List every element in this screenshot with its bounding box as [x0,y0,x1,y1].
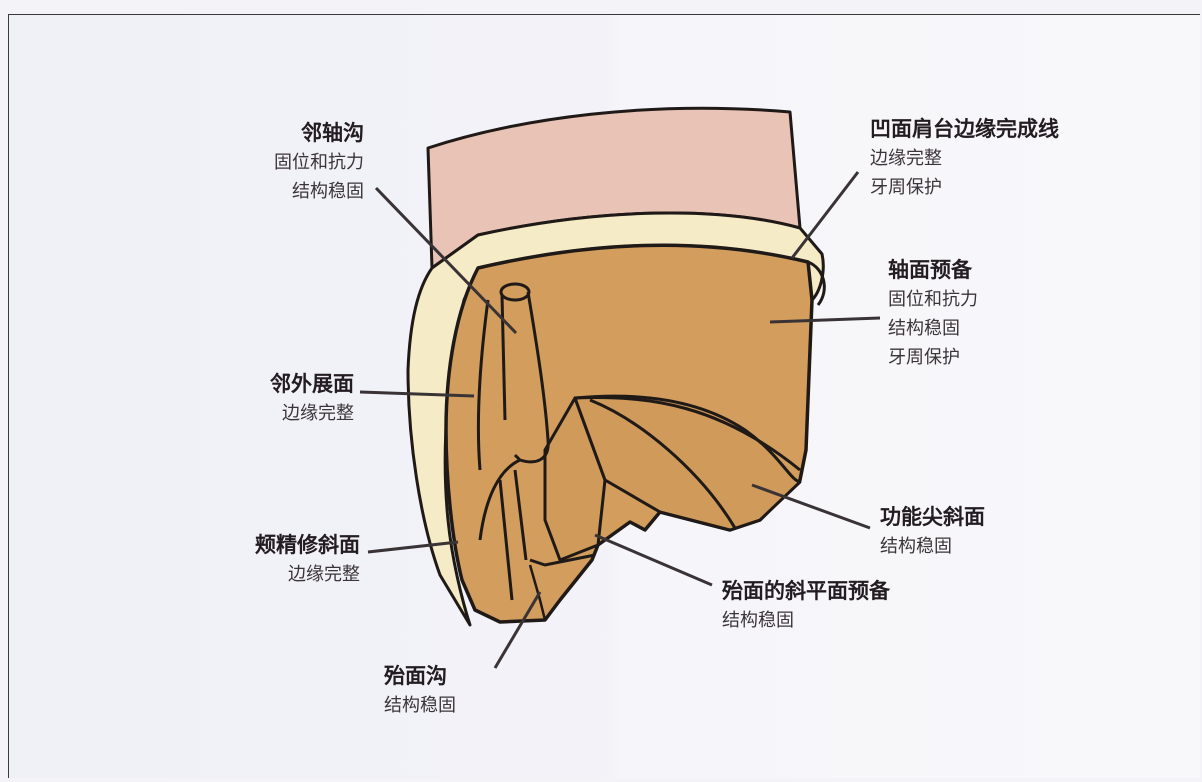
label-title: 邻轴沟 [218,119,364,148]
label-line: 固位和抗力 [888,285,978,314]
label-proximal-groove: 邻轴沟 固位和抗力 结构稳固 [218,119,364,206]
label-line: 结构稳固 [218,177,364,206]
label-line: 牙周保护 [870,173,1059,202]
label-buccal-finish-bevel: 颊精修斜面 边缘完整 [190,531,360,589]
label-functional-cusp-bevel: 功能尖斜面 结构稳固 [880,503,985,561]
leader-shoulder-margin [792,172,858,258]
label-title: 邻外展面 [200,370,354,399]
groove-opening [501,284,529,300]
label-line: 结构稳固 [880,532,985,561]
label-proximal-flare: 邻外展面 边缘完整 [200,370,354,428]
label-title: 凹面肩台边缘完成线 [870,115,1059,144]
label-line: 结构稳固 [722,606,890,635]
label-line: 边缘完整 [200,399,354,428]
label-line: 边缘完整 [190,560,360,589]
label-axial-prep: 轴面预备 固位和抗力 结构稳固 牙周保护 [888,256,978,372]
label-title: 殆面的斜平面预备 [722,577,890,606]
label-occlusal-bevel-prep: 殆面的斜平面预备 结构稳固 [722,577,890,635]
label-title: 殆面沟 [384,662,456,691]
label-title: 颊精修斜面 [190,531,360,560]
label-occlusal-groove: 殆面沟 结构稳固 [384,662,456,720]
label-line: 结构稳固 [384,691,456,720]
label-line: 边缘完整 [870,144,1059,173]
label-line: 牙周保护 [888,343,978,372]
label-line: 结构稳固 [888,314,978,343]
leader-occlusal-bevel [595,535,712,585]
label-line: 固位和抗力 [218,148,364,177]
label-shoulder-margin: 凹面肩台边缘完成线 边缘完整 牙周保护 [870,115,1059,202]
label-title: 功能尖斜面 [880,503,985,532]
label-title: 轴面预备 [888,256,978,285]
